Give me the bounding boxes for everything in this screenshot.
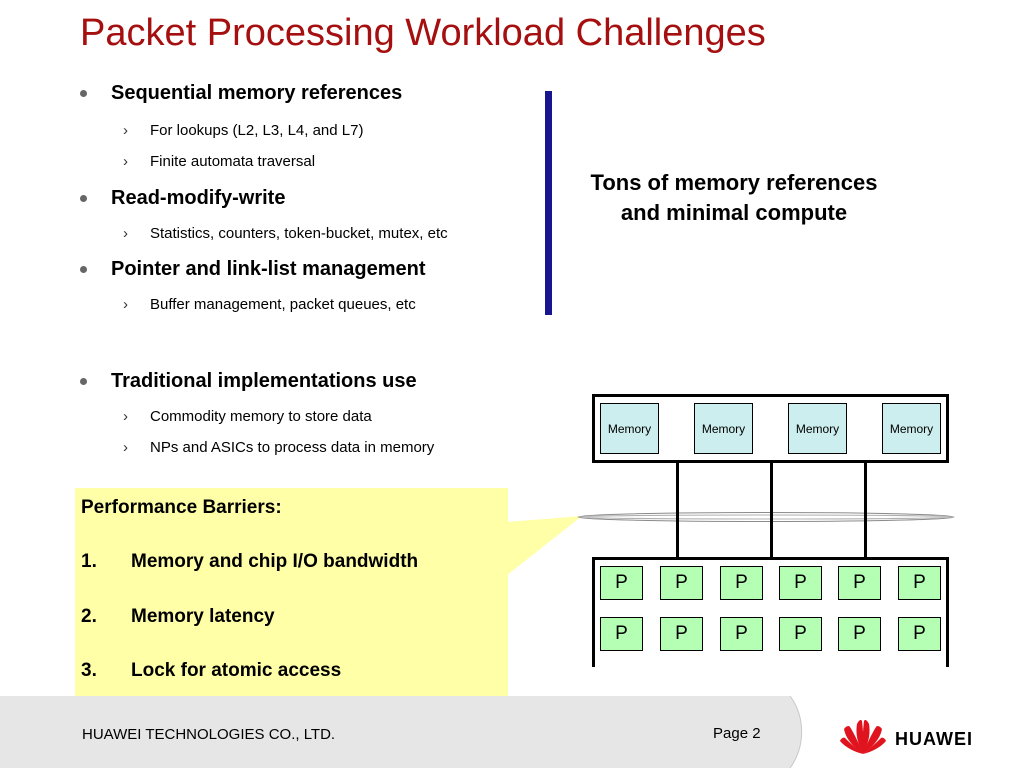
chevron-right-icon: › — [123, 296, 128, 313]
footer — [0, 696, 1024, 768]
memory-block: Memory — [600, 403, 659, 454]
bus-line — [864, 463, 867, 567]
bullet-dot-icon — [80, 378, 87, 385]
callout-text: Tons of memory references and minimal co… — [590, 170, 878, 225]
processor-block: P — [660, 617, 703, 651]
chevron-right-icon: › — [123, 439, 128, 456]
chevron-right-icon: › — [123, 408, 128, 425]
accent-bar — [545, 91, 552, 315]
slide-title: Packet Processing Workload Challenges — [80, 12, 766, 54]
processor-block: P — [779, 566, 822, 600]
bus-line — [676, 463, 679, 567]
processor-block: P — [898, 566, 941, 600]
chevron-right-icon: › — [123, 122, 128, 139]
processor-block: P — [720, 617, 763, 651]
processor-block: P — [660, 566, 703, 600]
company-name: HUAWEI TECHNOLOGIES CO., LTD. — [82, 726, 336, 743]
bullet-dot-icon — [80, 266, 87, 273]
chevron-right-icon: › — [123, 153, 128, 170]
bus-line — [770, 463, 773, 567]
processor-block: P — [600, 617, 643, 651]
performance-heading: Performance Barriers: — [81, 497, 282, 518]
footer-divider — [789, 696, 1024, 768]
processor-block: P — [838, 617, 881, 651]
bullet-dot-icon — [80, 195, 87, 202]
page-number: Page 2 — [713, 725, 761, 742]
processor-block: P — [838, 566, 881, 600]
processor-block: P — [600, 566, 643, 600]
memory-block: Memory — [788, 403, 847, 454]
performance-barriers-box: Performance Barriers: 1. Memory and chip… — [75, 488, 508, 696]
processor-block: P — [779, 617, 822, 651]
processor-block: P — [720, 566, 763, 600]
huawei-logo-icon — [840, 720, 886, 754]
memory-block: Memory — [882, 403, 941, 454]
huawei-wordmark: HUAWEI — [895, 729, 973, 749]
processor-group — [592, 557, 949, 667]
memory-block: Memory — [694, 403, 753, 454]
chevron-right-icon: › — [123, 225, 128, 242]
bullet-dot-icon — [80, 90, 87, 97]
processor-block: P — [898, 617, 941, 651]
